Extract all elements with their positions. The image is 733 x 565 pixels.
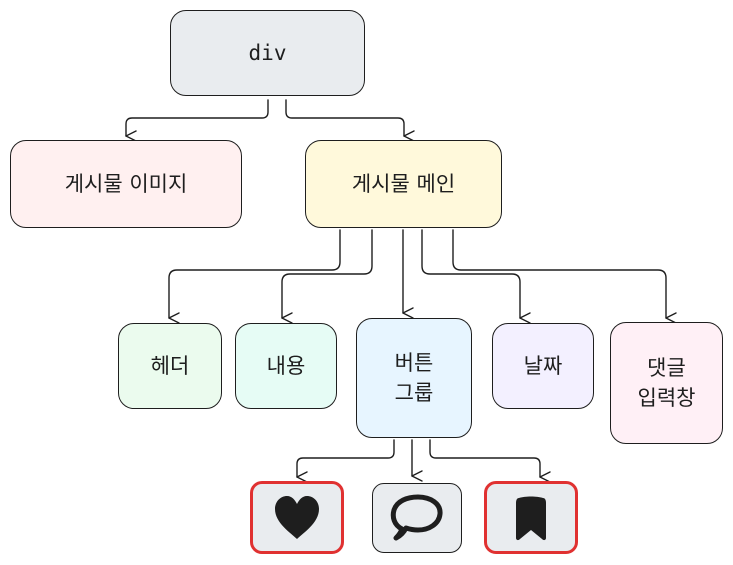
node-root-div: div (170, 10, 365, 96)
edge-main-to-header (168, 229, 341, 324)
bookmark-button-node (484, 481, 578, 554)
heart-icon (275, 495, 319, 539)
like-button-node (250, 481, 344, 554)
comment-button-node (372, 483, 462, 553)
edge-main-to-content (281, 229, 373, 324)
node-date: 날짜 (492, 323, 594, 409)
node-button-group: 버튼 그룹 (356, 318, 472, 438)
edge-root-to-post-image (125, 99, 269, 142)
node-content: 내용 (235, 323, 337, 409)
bookmark-icon (516, 496, 546, 540)
node-post-main: 게시물 메인 (305, 140, 502, 228)
node-header: 헤더 (118, 323, 222, 409)
edge-group-to-heart (296, 439, 395, 483)
speech-bubble-icon (390, 494, 443, 541)
edge-group-to-bookmark (429, 439, 551, 483)
edge-main-to-comment-input (452, 229, 677, 324)
node-post-image: 게시물 이미지 (10, 140, 242, 228)
node-comment-input: 댓글 입력창 (610, 322, 723, 444)
edge-root-to-post-main (285, 99, 415, 142)
edge-main-to-date (421, 229, 531, 324)
